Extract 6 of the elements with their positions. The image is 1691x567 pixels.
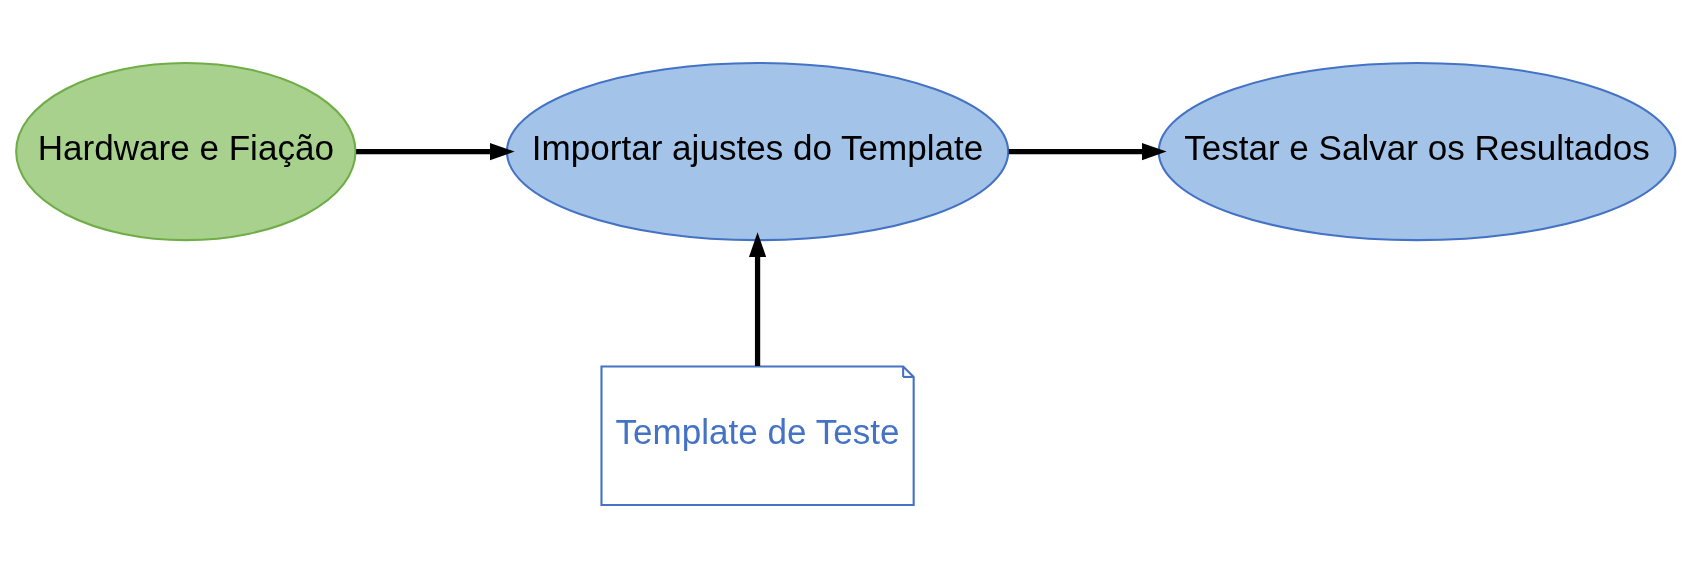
node-ellipse: Hardware e Fiação	[15, 61, 357, 241]
node-ellipse: Importar ajustes do Template	[505, 61, 1010, 241]
arrow	[748, 231, 767, 366]
arrow	[356, 142, 515, 160]
arrow	[1008, 142, 1167, 160]
node-ellipse: Testar e Salvar os Resultados	[1157, 61, 1677, 241]
